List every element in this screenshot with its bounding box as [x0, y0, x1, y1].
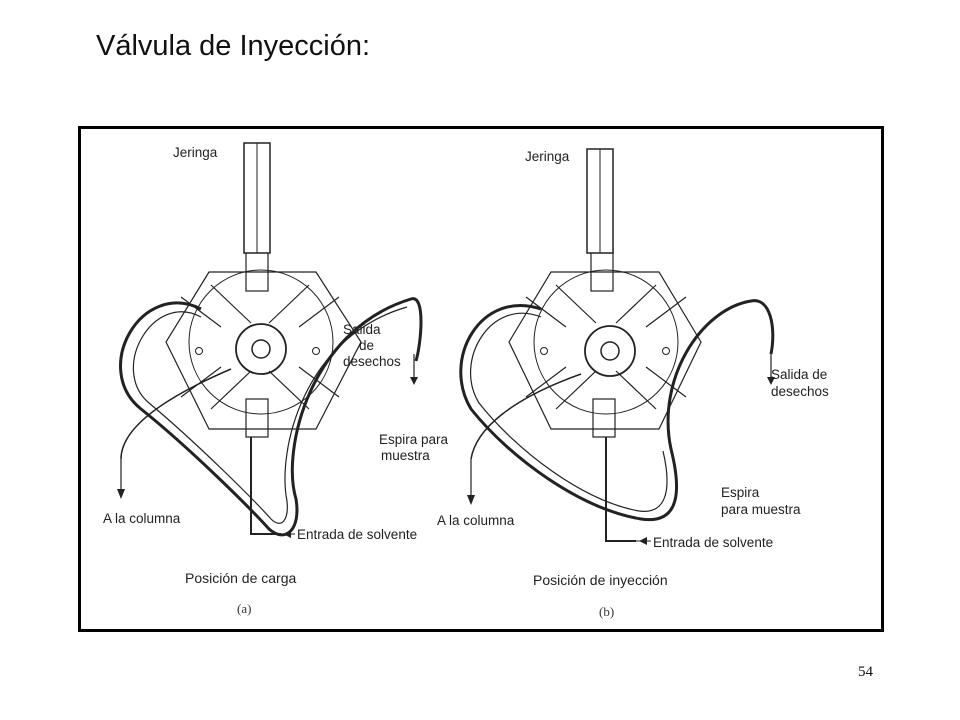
slide-title: Válvula de Inyección: [96, 30, 371, 62]
panel-b-loop-label-1: Espira [721, 485, 760, 500]
injection-valve-figure: Jeringa Salida de desechos Espira para m… [78, 126, 884, 632]
panel-b-syringe-label: Jeringa [525, 149, 570, 164]
panel-a-loop-label-2: muestra [381, 448, 430, 463]
panel-a-solvent-label: Entrada de solvente [297, 527, 417, 542]
panel-b-waste-label-1: Salida de [771, 367, 827, 382]
panel-a-waste-label-2: de [359, 338, 374, 353]
panel-a-letter: (a) [237, 601, 251, 616]
panel-b-column-label: A la columna [437, 513, 515, 528]
panel-a-column-label: A la columna [103, 511, 181, 526]
panel-b-position-caption: Posición de inyección [533, 572, 668, 588]
panel-a-position-caption: Posición de carga [185, 570, 297, 586]
panel-b-waste-label-2: desechos [771, 384, 829, 399]
panel-a-loop-label-1: Espira para [379, 432, 449, 447]
panel-b-solvent-label: Entrada de solvente [653, 535, 773, 550]
page-number: 54 [858, 664, 873, 680]
panel-b-loop-label-2: para muestra [721, 502, 801, 517]
panel-b-diagram [459, 148, 775, 545]
panel-a-syringe-label: Jeringa [173, 145, 218, 160]
panel-b-letter: (b) [599, 604, 614, 619]
panel-a-waste-label-3: desechos [343, 354, 401, 369]
panel-a-diagram [117, 142, 423, 538]
panel-a-waste-label-1: Salida [343, 322, 381, 337]
valve-diagrams: Jeringa Salida de desechos Espira para m… [103, 142, 829, 619]
